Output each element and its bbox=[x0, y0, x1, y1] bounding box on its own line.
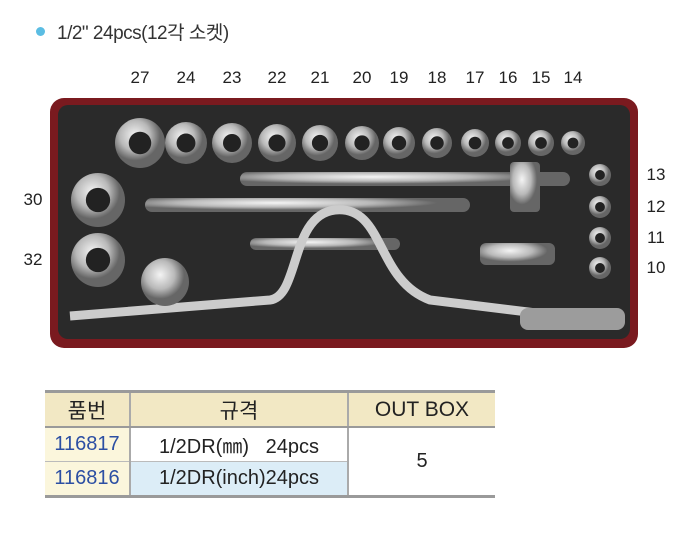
socket-hole bbox=[595, 233, 605, 243]
spec-cell: 1/2DR(inch)24pcs bbox=[130, 461, 349, 498]
header-spec: 규격 bbox=[130, 390, 349, 428]
socket-hole bbox=[391, 135, 407, 151]
socket-size-label: 11 bbox=[647, 228, 665, 247]
socket-size-label: 15 bbox=[531, 68, 551, 87]
handle-grip bbox=[520, 308, 625, 330]
socket-hole bbox=[535, 137, 547, 149]
socket-hole bbox=[128, 131, 152, 155]
header-outbox: OUT BOX bbox=[348, 390, 495, 428]
socket-size-label: 14 bbox=[563, 68, 583, 87]
socket-hole bbox=[502, 137, 514, 149]
socket-size-label: 23 bbox=[222, 68, 242, 87]
socket-size-label: 17 bbox=[465, 68, 485, 87]
universal-joint bbox=[480, 243, 555, 265]
spec-table: 품번 규격 OUT BOX 116817 1/2DR(㎜) 24pcs 5 11… bbox=[45, 390, 495, 498]
outbox-cell: 5 bbox=[348, 427, 495, 498]
socket-size-label: 32 bbox=[23, 250, 43, 269]
socket-hole bbox=[85, 247, 111, 273]
socket-size-label: 18 bbox=[427, 68, 447, 87]
socket-hole bbox=[468, 136, 482, 150]
socket-hole bbox=[85, 187, 111, 213]
socket-size-label: 13 bbox=[646, 165, 666, 184]
header-code: 품번 bbox=[45, 390, 131, 428]
socket-size-label: 16 bbox=[498, 68, 518, 87]
extension-bar-small bbox=[250, 238, 400, 250]
socket-hole bbox=[223, 134, 241, 152]
socket-hole bbox=[354, 135, 370, 151]
ratchet-head bbox=[141, 258, 189, 306]
extension-bar bbox=[240, 172, 570, 186]
socket-size-label: 24 bbox=[176, 68, 196, 87]
bullet-icon bbox=[36, 27, 45, 36]
product-title: 1/2" 24pcs(12각 소켓) bbox=[36, 18, 229, 45]
socket-hole bbox=[595, 263, 605, 273]
t-handle bbox=[510, 162, 540, 212]
socket-size-label: 20 bbox=[352, 68, 372, 87]
socket-hole bbox=[268, 134, 286, 152]
socket-size-label: 27 bbox=[130, 68, 150, 87]
spec-cell: 1/2DR(㎜) 24pcs bbox=[130, 427, 349, 462]
code-cell: 116817 bbox=[45, 427, 131, 462]
socket-hole bbox=[430, 136, 444, 150]
socket-size-label: 19 bbox=[389, 68, 409, 87]
socket-hole bbox=[176, 133, 196, 153]
socket-size-label: 30 bbox=[23, 190, 43, 209]
socket-size-label: 21 bbox=[310, 68, 330, 87]
socket-size-label: 10 bbox=[646, 258, 666, 277]
code-cell: 116816 bbox=[45, 461, 131, 498]
socket-set-photo bbox=[50, 98, 638, 348]
speed-handle bbox=[69, 205, 611, 327]
socket-hole bbox=[567, 137, 579, 149]
socket-hole bbox=[311, 134, 329, 152]
tray bbox=[58, 105, 630, 339]
extension-bar-short bbox=[145, 198, 470, 212]
socket-hole bbox=[595, 202, 605, 212]
socket-size-label: 12 bbox=[646, 197, 666, 216]
socket-size-label: 22 bbox=[267, 68, 287, 87]
socket-hole bbox=[595, 170, 605, 180]
